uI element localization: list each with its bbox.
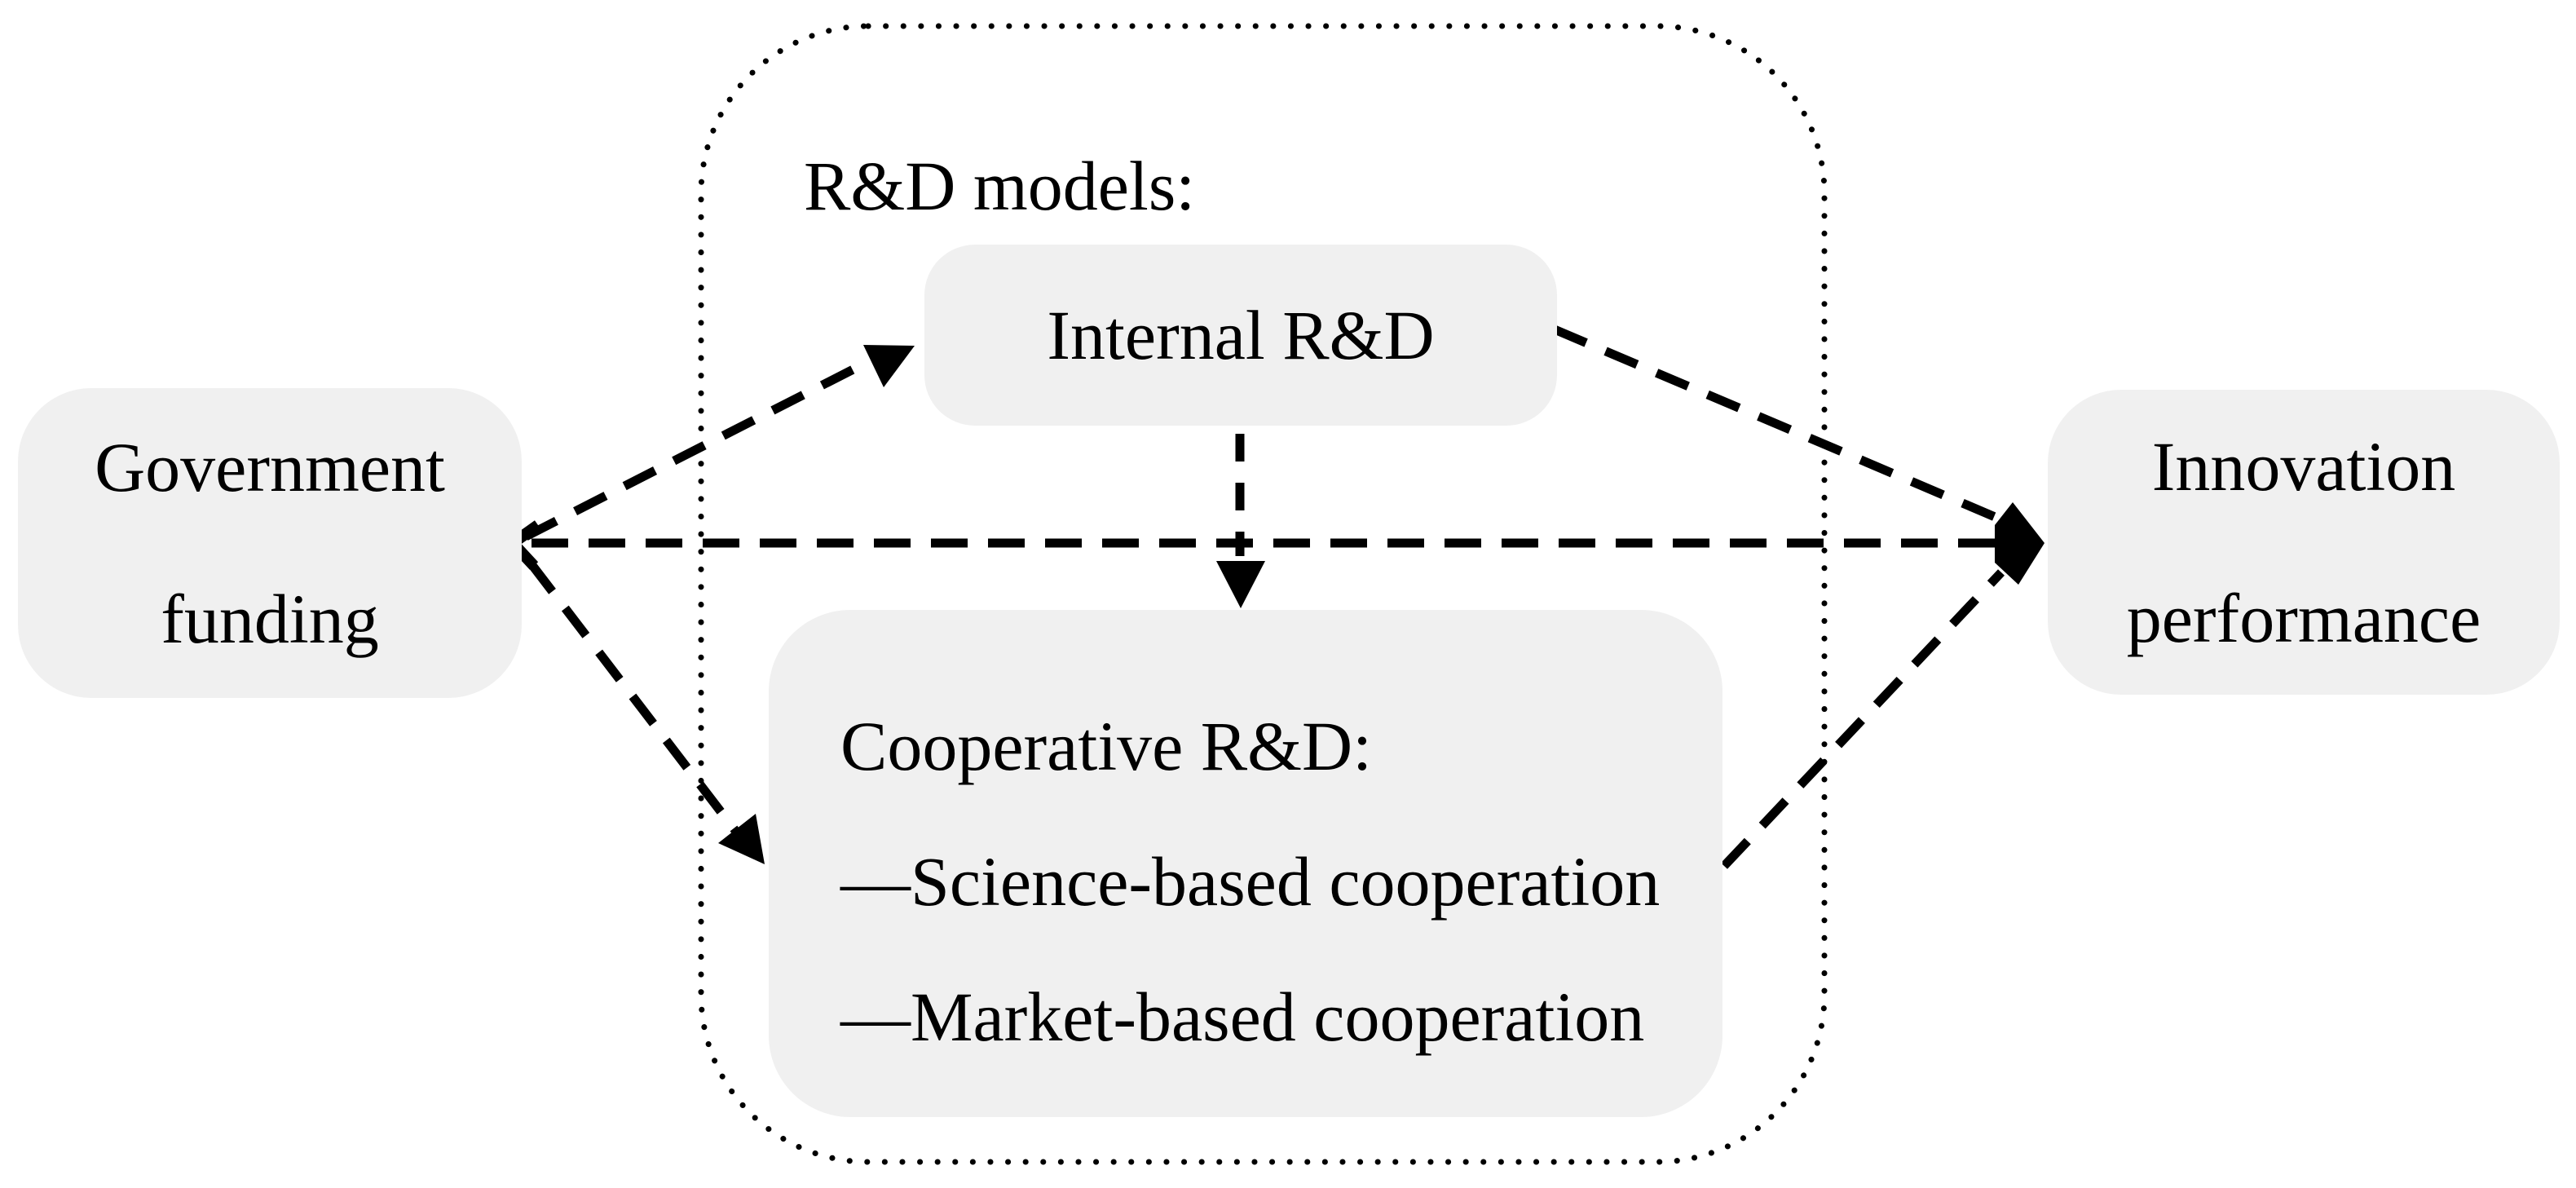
cooperative-rd-title: Cooperative R&D:	[840, 707, 1373, 785]
node-cooperative-rd: Cooperative R&D: —Science-based cooperat…	[769, 610, 1722, 1117]
node-government-funding: Government funding	[18, 388, 522, 698]
node-label-line: Internal R&D	[1047, 296, 1435, 374]
node-label-line: Innovation	[2151, 427, 2456, 506]
rd-models-label: R&D models:	[804, 147, 1196, 225]
arrowhead-internal-to-cooperative	[1216, 561, 1265, 608]
connector-government-internal	[523, 352, 881, 541]
cooperative-rd-item: —Market-based cooperation	[840, 978, 1645, 1056]
node-internal-rd: Internal R&D	[924, 245, 1557, 426]
connector-government-cooperative	[527, 561, 740, 835]
connector-internal-innovation	[1552, 325, 2001, 523]
cooperative-rd-text: Cooperative R&D: —Science-based cooperat…	[840, 678, 1660, 1084]
node-label-line: Government	[95, 428, 445, 506]
node-innovation-performance: Innovation performance	[2048, 390, 2560, 695]
arrowhead-into-innovation	[1995, 502, 2044, 585]
arrowhead-into-internal	[863, 345, 915, 387]
connector-cooperative-innovation	[1721, 569, 2005, 869]
node-label-line: funding	[161, 580, 379, 658]
arrowhead-into-cooperative	[718, 814, 765, 864]
node-label-line: performance	[2126, 579, 2481, 657]
cooperative-rd-item: —Science-based cooperation	[840, 842, 1661, 921]
